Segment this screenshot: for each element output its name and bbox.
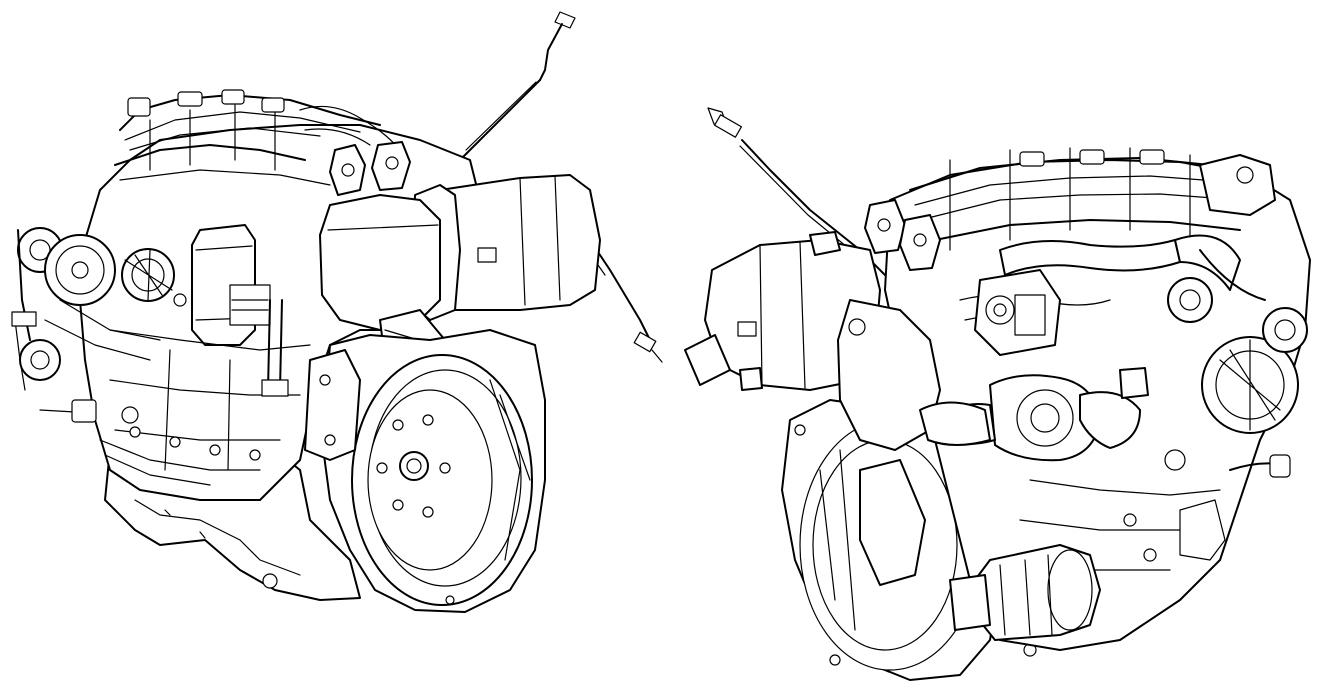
flywheel-left: [304, 329, 546, 613]
exhaust-aftertreatment-right: [684, 231, 991, 451]
engine-view-right: [684, 107, 1311, 681]
engine-body-right: [864, 147, 1311, 651]
engine-view-left: [11, 11, 663, 613]
